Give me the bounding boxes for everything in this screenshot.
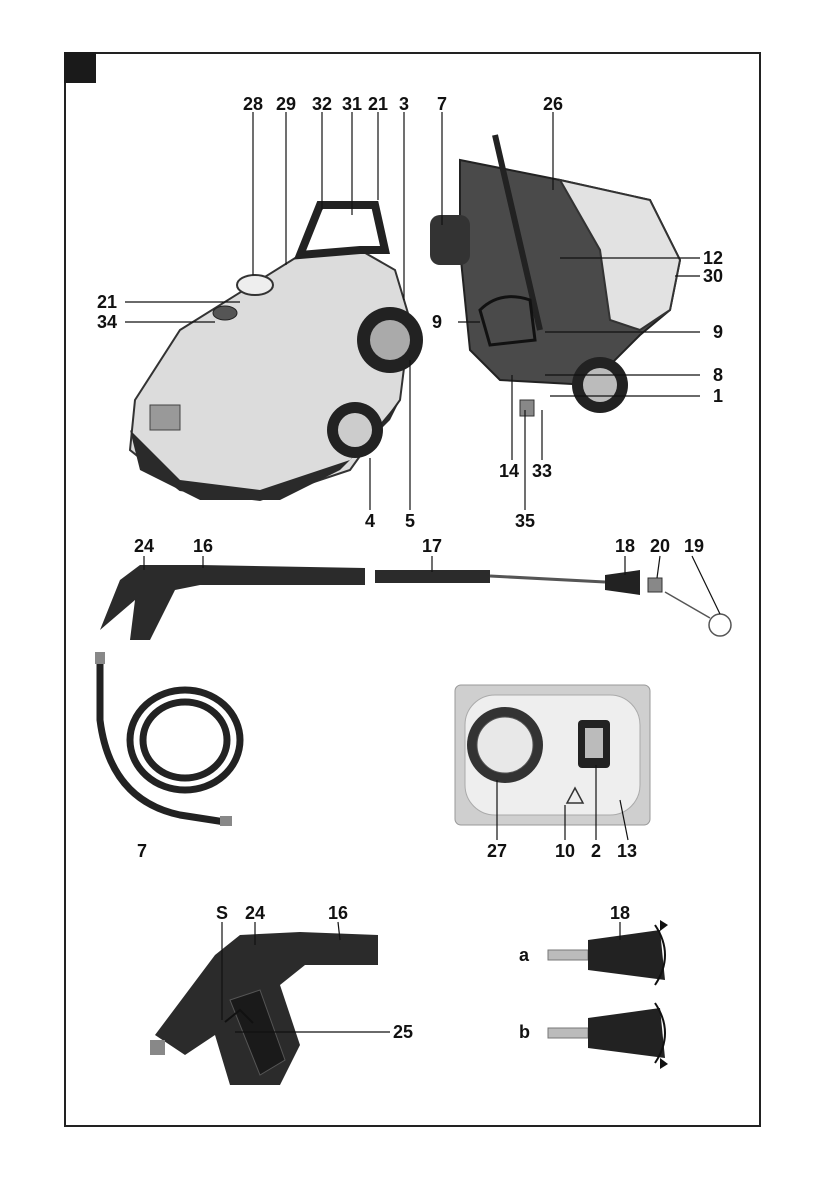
callout-17: 17 bbox=[422, 537, 442, 555]
callout-30: 30 bbox=[703, 267, 723, 285]
gun-detail bbox=[150, 932, 378, 1085]
label-b: b bbox=[519, 1023, 530, 1041]
callout-29: 29 bbox=[276, 95, 296, 113]
callout-34: 34 bbox=[97, 313, 117, 331]
machine-front-view bbox=[130, 205, 423, 500]
callout-18-detail: 18 bbox=[610, 904, 630, 922]
gun-and-lance bbox=[100, 565, 731, 640]
callout-9-right: 9 bbox=[713, 323, 723, 341]
callout-21-side: 21 bbox=[97, 293, 117, 311]
callout-12: 12 bbox=[703, 249, 723, 267]
callout-24-lance: 24 bbox=[134, 537, 154, 555]
hose-coil bbox=[95, 652, 240, 826]
callout-3: 3 bbox=[399, 95, 409, 113]
callout-9-left: 9 bbox=[432, 313, 442, 331]
callout-19: 19 bbox=[684, 537, 704, 555]
nozzle-detail-a bbox=[548, 920, 668, 985]
callout-7-top: 7 bbox=[437, 95, 447, 113]
callout-8: 8 bbox=[713, 366, 723, 384]
callout-13: 13 bbox=[617, 842, 637, 860]
label-a: a bbox=[519, 946, 529, 964]
callout-5: 5 bbox=[405, 512, 415, 530]
callout-28: 28 bbox=[243, 95, 263, 113]
callout-16-lance: 16 bbox=[193, 537, 213, 555]
callout-31: 31 bbox=[342, 95, 362, 113]
callout-27: 27 bbox=[487, 842, 507, 860]
machine-rear-view bbox=[430, 135, 680, 416]
callout-26: 26 bbox=[543, 95, 563, 113]
callout-16-detail: 16 bbox=[328, 904, 348, 922]
callout-1: 1 bbox=[713, 387, 723, 405]
callout-14: 14 bbox=[499, 462, 519, 480]
callout-4: 4 bbox=[365, 512, 375, 530]
callout-20: 20 bbox=[650, 537, 670, 555]
callout-24-detail: 24 bbox=[245, 904, 265, 922]
callout-2: 2 bbox=[591, 842, 601, 860]
callout-10: 10 bbox=[555, 842, 575, 860]
callout-33: 33 bbox=[532, 462, 552, 480]
callout-35: 35 bbox=[515, 512, 535, 530]
callout-21-top: 21 bbox=[368, 95, 388, 113]
callout-S: S bbox=[216, 904, 228, 922]
callout-7-hose: 7 bbox=[137, 842, 147, 860]
nozzle-detail-b bbox=[548, 1003, 668, 1069]
callout-32: 32 bbox=[312, 95, 332, 113]
callout-18-lance: 18 bbox=[615, 537, 635, 555]
callout-25: 25 bbox=[393, 1023, 413, 1041]
